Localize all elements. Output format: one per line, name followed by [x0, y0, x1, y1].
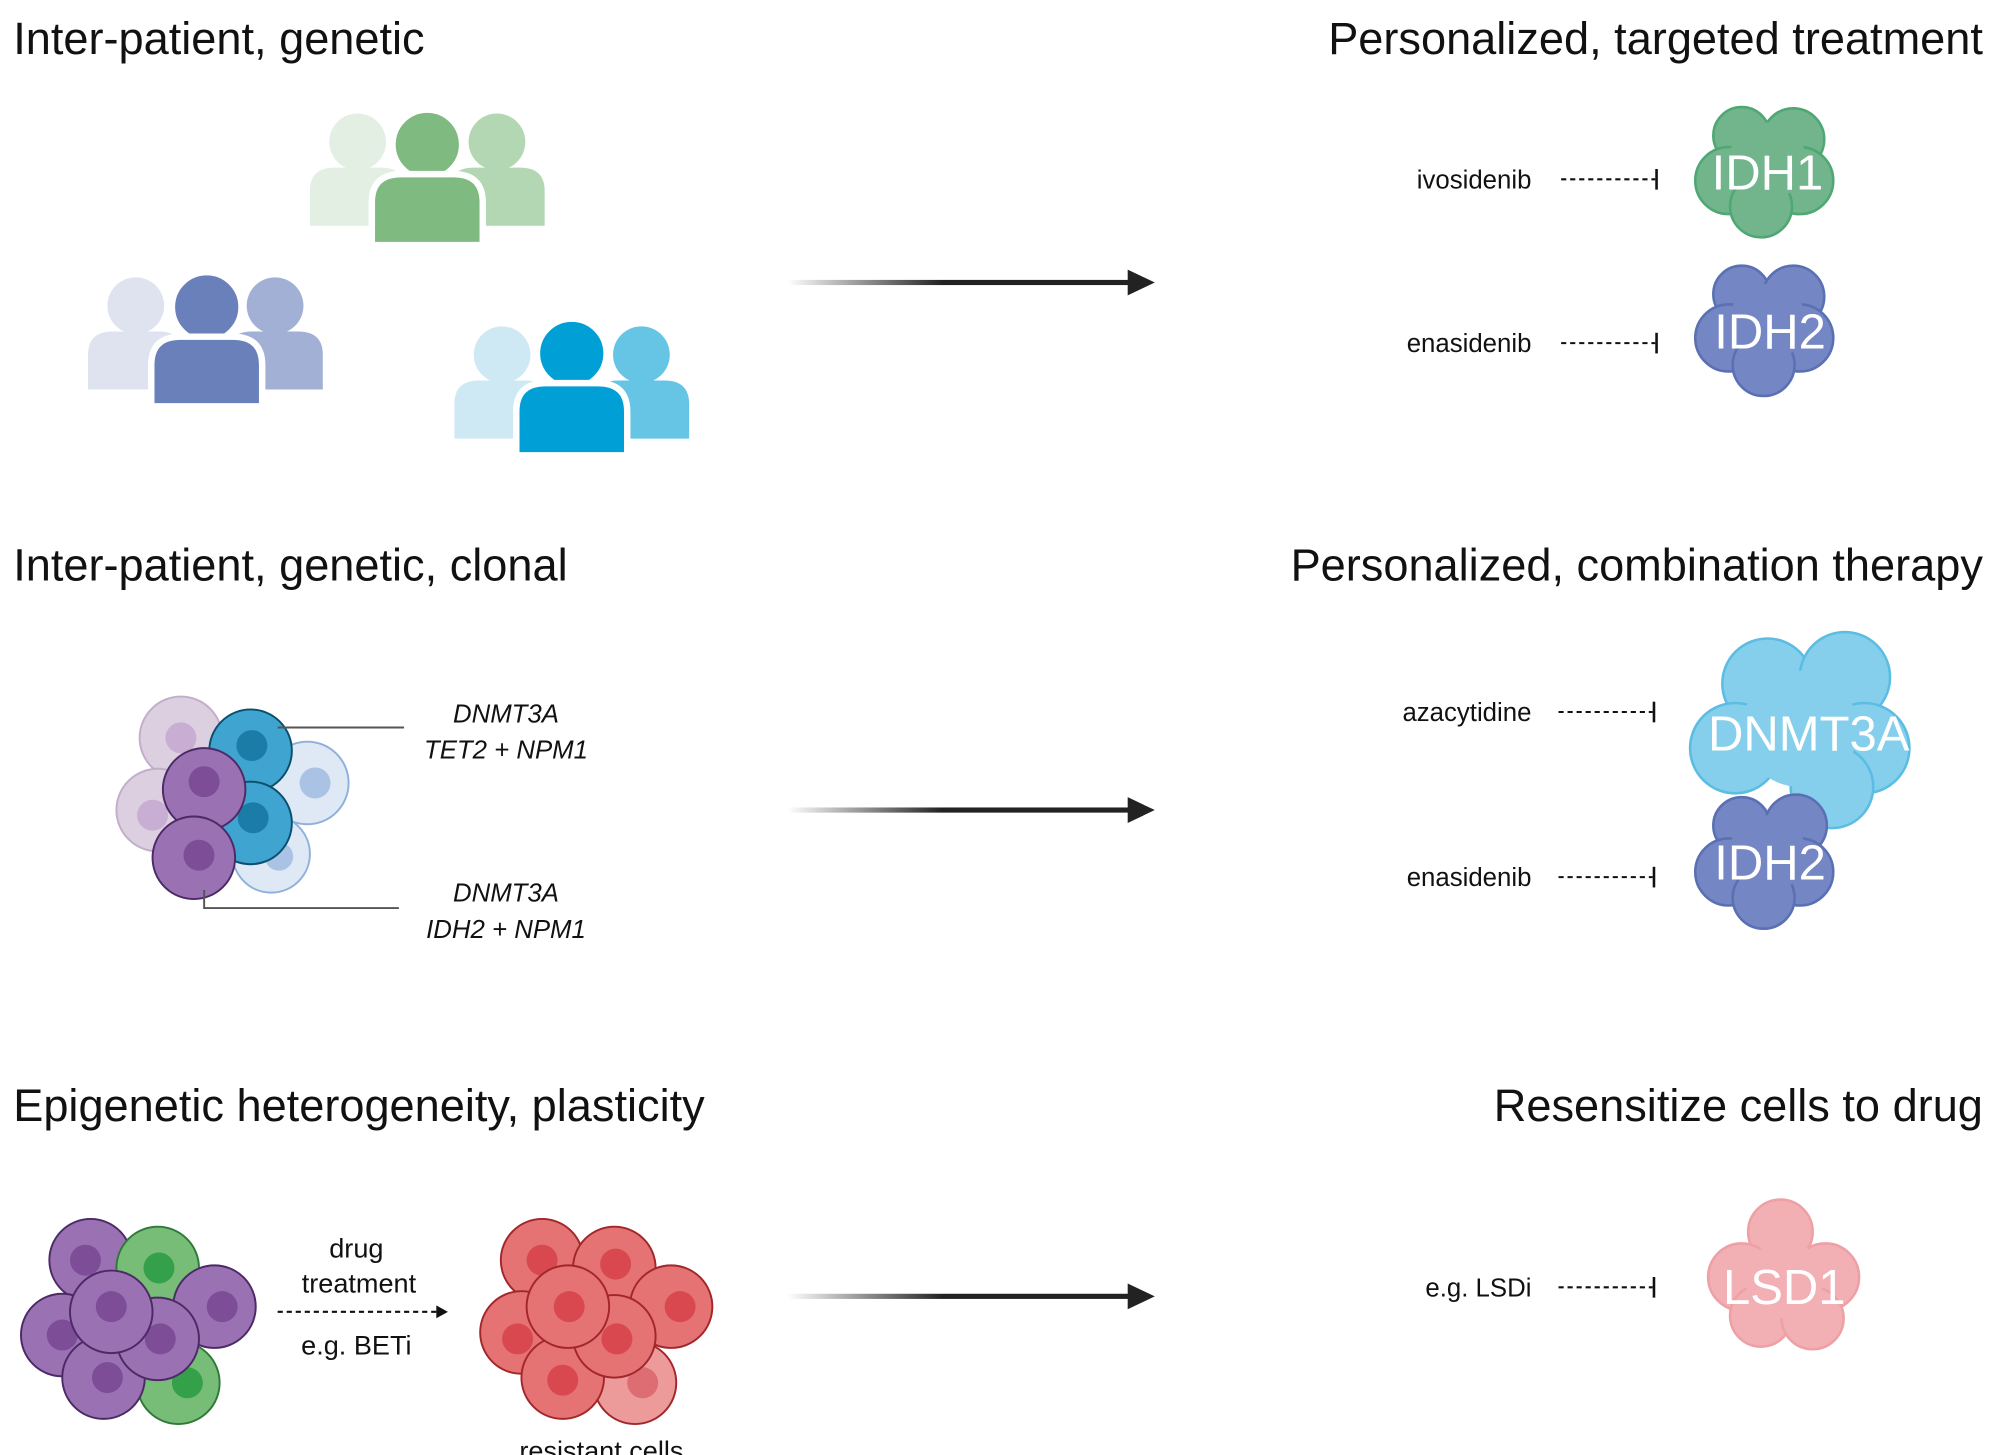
clone-pointer-line: [203, 890, 399, 910]
resistant-cells-label: resistant cells: [519, 1435, 683, 1455]
row1-left-title: Inter-patient, genetic: [13, 13, 424, 64]
row1-right-title: Personalized, targeted treatment: [1328, 13, 1983, 64]
protein-label: DNMT3A: [1708, 708, 1910, 762]
treatment-arrow: [277, 1305, 448, 1319]
row3-arrow: [787, 1283, 1155, 1310]
clone2-label-line1: DNMT3A: [453, 880, 559, 908]
drug-inhibition-ivosidenib: ivosidenib: [1417, 166, 1658, 194]
row2-arrow: [787, 797, 1155, 823]
drug-label: enasidenib: [1407, 864, 1532, 892]
drug-label: enasidenib: [1407, 330, 1532, 358]
protein-lsd1-icon: LSD1: [1706, 1198, 1861, 1351]
treatment-example: e.g. BETi: [301, 1329, 411, 1360]
drug-label: azacytidine: [1402, 699, 1531, 727]
patient-group-green-icon: [309, 106, 545, 249]
row3-left-title: Epigenetic heterogeneity, plasticity: [13, 1080, 705, 1131]
protein-idh1-icon: IDH1: [1693, 105, 1835, 239]
clonal-cell-cluster-icon: [115, 695, 350, 901]
drug-inhibition-lsdi: e.g. LSDi: [1425, 1274, 1656, 1302]
resistant-cell-cluster-icon: [479, 1217, 714, 1426]
clone2-label-line2: IDH2 + NPM1: [426, 916, 586, 944]
protein-label: IDH2: [1714, 305, 1826, 359]
clone1-label-line1: DNMT3A: [453, 700, 559, 728]
drug-inhibition-azacytidine: azacytidine: [1402, 699, 1656, 727]
protein-idh2-icon: IDH2: [1693, 264, 1835, 398]
protein-dnmt3a-icon: DNMT3A: [1688, 630, 1911, 830]
row2-right-title: Personalized, combination therapy: [1291, 539, 1984, 590]
drug-label: e.g. LSDi: [1425, 1274, 1531, 1302]
drug-label: ivosidenib: [1417, 166, 1532, 194]
patient-group-cyan-icon: [454, 315, 690, 459]
protein-label: LSD1: [1723, 1261, 1846, 1315]
treatment-label-line2: treatment: [302, 1267, 417, 1298]
drug-inhibition-enasidenib-2: enasidenib: [1407, 864, 1656, 892]
heterogeneous-cell-cluster-icon: [20, 1217, 257, 1426]
row3-right-title: Resensitize cells to drug: [1494, 1080, 1983, 1131]
protein-label: IDH2: [1714, 837, 1826, 891]
row1-arrow: [787, 269, 1155, 296]
protein-label: IDH1: [1712, 147, 1824, 201]
treatment-label-line1: drug: [329, 1233, 383, 1264]
clone1-label-line2: TET2 + NPM1: [424, 736, 588, 764]
drug-inhibition-enasidenib: enasidenib: [1407, 330, 1658, 358]
patient-group-blue-icon: [88, 268, 323, 410]
protein-idh2-combo-icon: IDH2: [1693, 793, 1835, 931]
row2-left-title: Inter-patient, genetic, clonal: [13, 539, 567, 590]
